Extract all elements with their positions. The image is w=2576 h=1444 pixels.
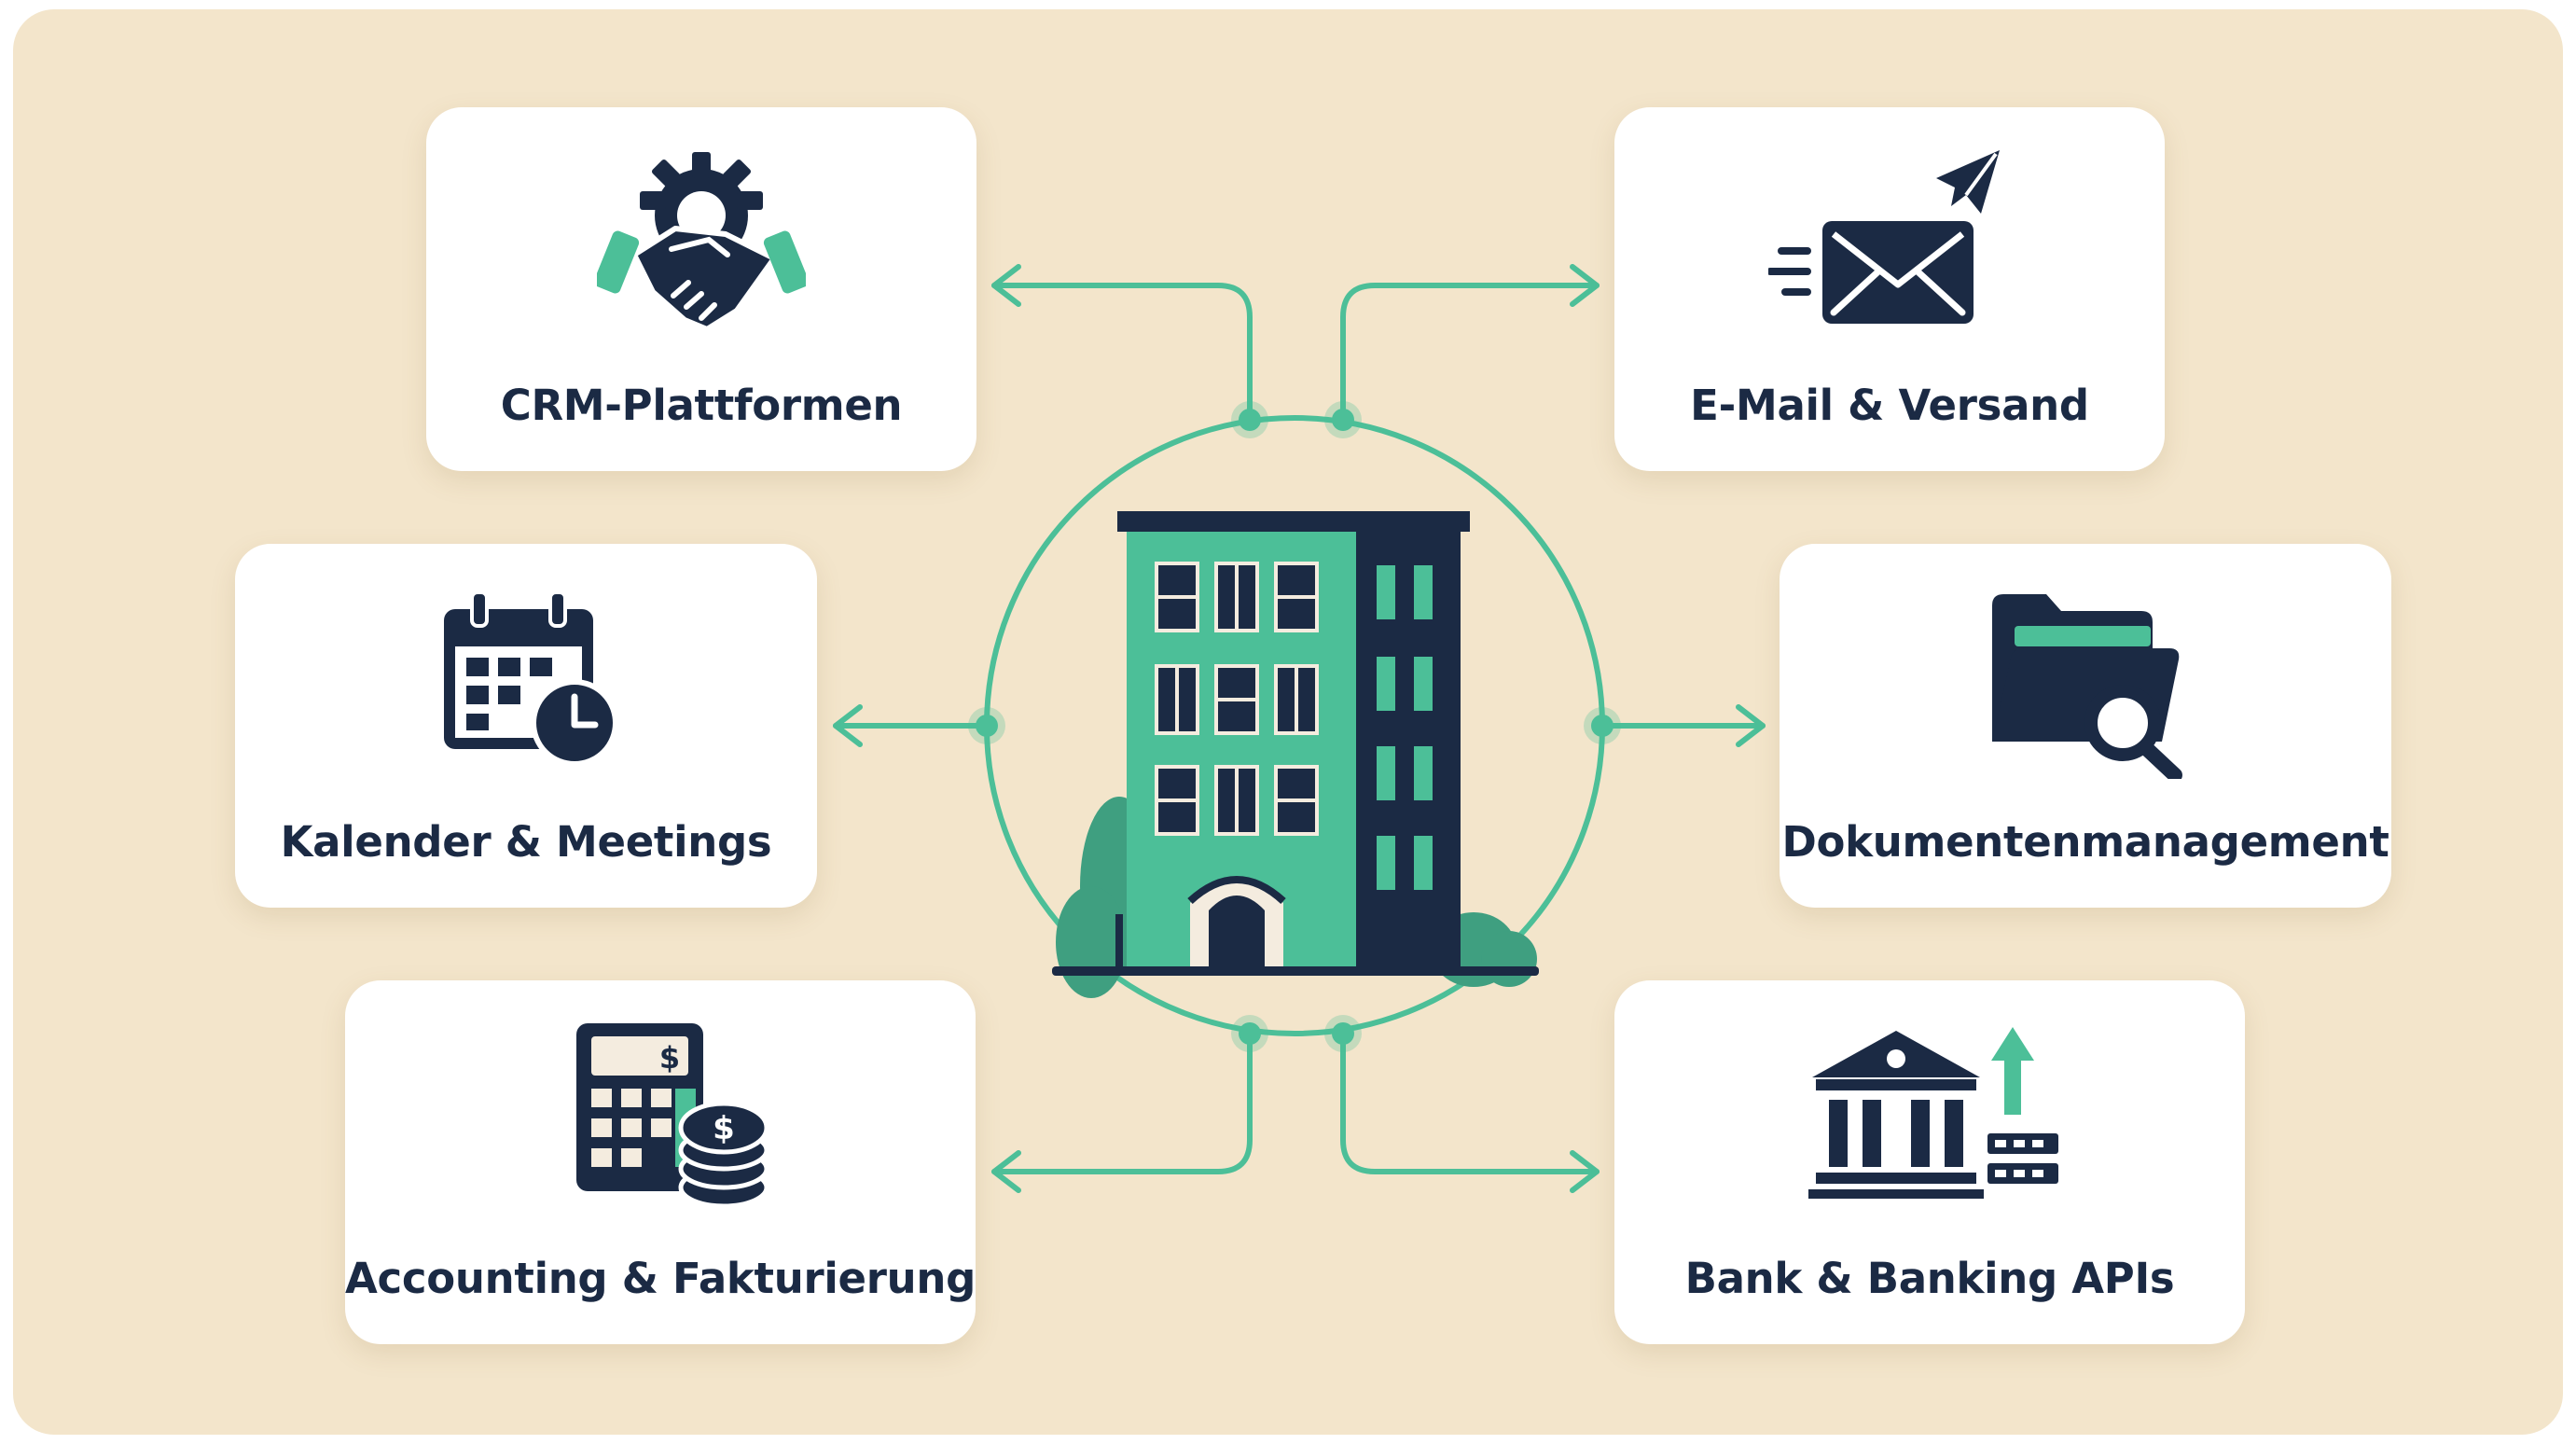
office-building-icon: [1052, 511, 1539, 998]
integration-label: Kalender & Meetings: [280, 817, 772, 867]
bank-transfer-icon: [1808, 1027, 2058, 1199]
handshake-gear-icon: [597, 152, 806, 332]
integration-label: Bank & Banking APIs: [1684, 1254, 2175, 1303]
integration-label: Dokumentenmanagement: [1781, 817, 2389, 867]
calculator-coins-icon: $ $: [576, 1023, 769, 1209]
folder-search-icon: [1992, 594, 2182, 779]
integration-card-accounting[interactable]: $ $ Accounting & Fakturierung: [345, 980, 976, 1344]
integration-card-email[interactable]: E-Mail & Versand: [1614, 107, 2165, 471]
connector-bank: [1340, 1031, 1600, 1174]
connector-accounting: [991, 1031, 1253, 1174]
integration-label: Accounting & Fakturierung: [345, 1254, 976, 1303]
calendar-clock-icon: [444, 590, 618, 767]
integration-card-calendar[interactable]: Kalender & Meetings: [235, 544, 817, 908]
integration-label: CRM-Plattformen: [500, 381, 903, 430]
svg-text:$: $: [713, 1110, 735, 1147]
integration-card-crm[interactable]: CRM-Plattformen: [426, 107, 976, 471]
connector-email: [1340, 283, 1600, 423]
integration-card-documents[interactable]: Dokumentenmanagement: [1780, 544, 2391, 908]
integration-card-bank[interactable]: Bank & Banking APIs: [1614, 980, 2245, 1344]
connector-crm: [991, 283, 1253, 423]
svg-text:$: $: [659, 1040, 680, 1076]
integration-label: E-Mail & Versand: [1690, 381, 2089, 430]
envelope-paper-plane-icon: [1768, 150, 2000, 324]
